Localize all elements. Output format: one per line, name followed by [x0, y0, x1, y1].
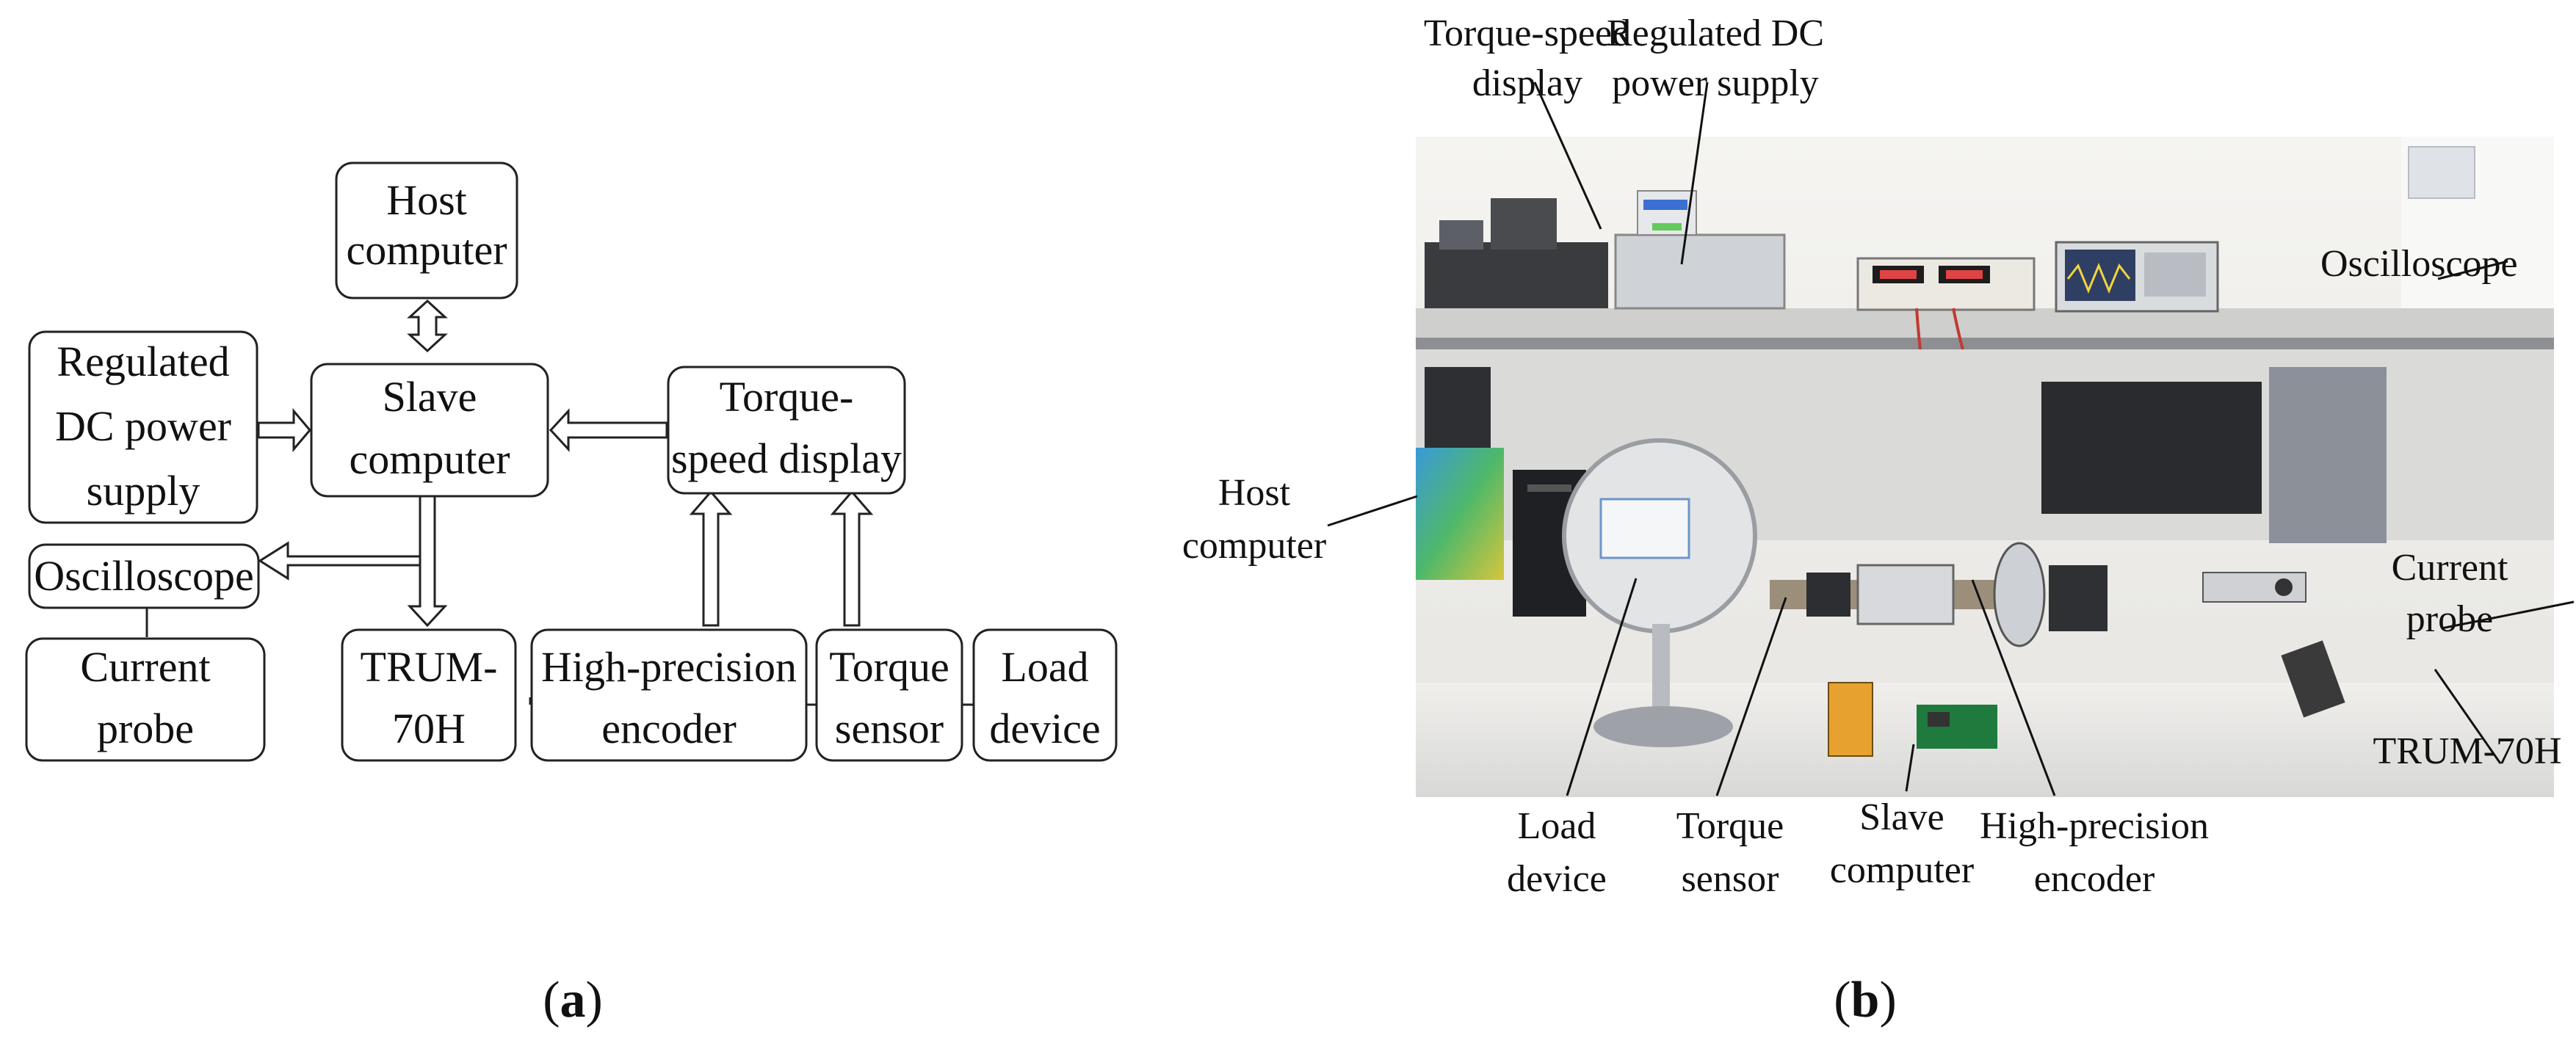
block-slave-computer: Slave computer	[310, 363, 549, 498]
label-tsensor-2: sensor	[1682, 858, 1779, 900]
label-high-precision-encoder: High-precision encoder	[1980, 805, 2209, 900]
label-load-1: Load	[1518, 805, 1596, 847]
tsensor-tsdisplay-arrow	[830, 490, 874, 627]
power-line-3: supply	[87, 467, 200, 515]
block-diagram-svg: Host computer Regulated DC power supply …	[25, 161, 1118, 1028]
leader-oscilloscope	[2437, 260, 2508, 280]
leader-load-device	[1566, 578, 1638, 796]
photo-illustration-svg: Torque-speed display Regulated DC power …	[1182, 12, 2575, 1028]
leader-power-supply	[1680, 81, 1709, 265]
test-bench-photo	[1416, 137, 2554, 797]
host-slave-arrow	[407, 299, 448, 353]
block-host-computer: Host computer	[335, 161, 518, 299]
label-trum-70h: TRUM-70H	[2373, 730, 2561, 772]
caption-a-letter: a	[560, 972, 586, 1028]
caption-a: (a)	[543, 972, 603, 1028]
label-host-1: Host	[1218, 472, 1291, 514]
block-trum-70h: TRUM- 70H	[341, 628, 517, 762]
label-slave-2: computer	[1830, 849, 1974, 891]
label-osc-1: Oscilloscope	[2320, 243, 2518, 285]
block-torque-speed-display: Torque- speed display	[667, 366, 906, 495]
panel-a-block-diagram: Host computer Regulated DC power supply …	[0, 0, 1146, 1057]
load-line-2: device	[989, 705, 1100, 752]
tsdisplay-slave-arrow	[549, 408, 668, 452]
tsdisplay-line-1: Torque-	[720, 373, 854, 421]
tsensor-line-2: sensor	[835, 705, 944, 752]
block-oscilloscope: Oscilloscope	[28, 543, 260, 609]
label-load-device: Load device	[1507, 805, 1607, 900]
block-current-probe: Current probe	[25, 637, 266, 762]
label-host-2: computer	[1182, 525, 1326, 567]
label-tsdisplay-2: display	[1472, 62, 1582, 104]
trum-line-1: TRUM-	[361, 643, 498, 691]
label-power-2: power supply	[1612, 62, 1819, 104]
power-line-2: DC power	[55, 402, 231, 450]
slave-trum-arrow	[407, 495, 448, 628]
label-encoder-1: High-precision	[1980, 805, 2209, 847]
label-trum-1: TRUM-70H	[2373, 730, 2561, 772]
load-line-1: Load	[1001, 643, 1088, 691]
block-regulated-power-supply: Regulated DC power supply	[28, 330, 258, 524]
label-slave-1: Slave	[1859, 796, 1944, 838]
leader-torque-speed-display	[1533, 81, 1602, 230]
label-host-computer: Host computer	[1182, 472, 1326, 567]
leader-slave-computer	[1905, 744, 1915, 792]
label-encoder-2: encoder	[2034, 858, 2155, 900]
label-oscilloscope: Oscilloscope	[2320, 243, 2518, 285]
encoder-line-2: encoder	[601, 705, 737, 752]
label-tsensor-1: Torque	[1676, 805, 1784, 847]
label-regulated-power-supply: Regulated DC power supply	[1607, 12, 1824, 104]
label-current-probe: Current probe	[2392, 547, 2508, 640]
probe-line-2: probe	[97, 705, 194, 752]
encoder-tsdisplay-arrow	[689, 490, 733, 627]
tsensor-line-1: Torque	[829, 643, 949, 691]
trum-line-2: 70H	[392, 705, 466, 752]
encoder-line-1: High-precision	[541, 643, 797, 691]
leader-host-computer	[1327, 495, 1418, 527]
tsdisplay-line-2: speed display	[671, 435, 902, 482]
caption-b-letter: b	[1851, 972, 1880, 1028]
leader-trum-70h	[2434, 669, 2502, 764]
label-probe-2: probe	[2406, 598, 2493, 640]
leader-encoder	[1971, 579, 2056, 796]
caption-b: (b)	[1834, 972, 1897, 1028]
host-line-1: Host	[386, 176, 467, 224]
label-power-1: Regulated DC	[1607, 12, 1824, 54]
slave-osc-arrow	[258, 541, 422, 581]
slave-line-2: computer	[349, 435, 510, 483]
osc-line-1: Oscilloscope	[34, 552, 254, 600]
slave-line-1: Slave	[383, 373, 477, 421]
leader-torque-sensor	[1715, 597, 1787, 796]
label-torque-speed-display: Torque-speed display	[1424, 12, 1631, 104]
leader-current-probe	[2441, 600, 2575, 630]
label-tsdisplay-1: Torque-speed	[1424, 12, 1631, 54]
panel-b-test-bench-photo: Torque-speed display Regulated DC power …	[1146, 0, 2576, 1057]
block-torque-sensor: Torque sensor	[815, 628, 963, 762]
power-slave-arrow	[257, 407, 311, 453]
label-load-2: device	[1507, 858, 1607, 900]
label-torque-sensor: Torque sensor	[1676, 805, 1784, 900]
label-slave-computer: Slave computer	[1830, 796, 1974, 891]
power-line-1: Regulated	[57, 338, 229, 385]
block-load-device: Load device	[972, 628, 1118, 762]
probe-line-1: Current	[80, 643, 210, 691]
block-high-precision-encoder: High-precision encoder	[530, 628, 808, 762]
label-probe-1: Current	[2392, 547, 2508, 589]
host-line-2: computer	[346, 226, 507, 274]
